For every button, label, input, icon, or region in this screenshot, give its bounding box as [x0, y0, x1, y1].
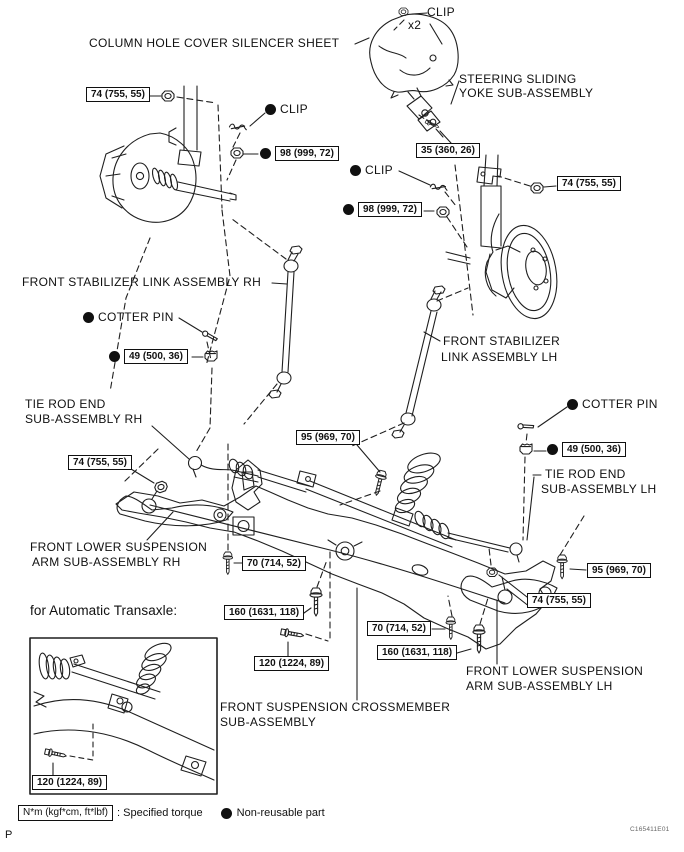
label-tie-rod-lh-line2: SUB-ASSEMBLY LH: [541, 482, 657, 496]
torque-spec-arm-front-rh: 70 (714, 52): [242, 556, 306, 571]
specified-torque-label: : Specified torque: [117, 807, 203, 819]
torque-spec-sliding-yoke: 35 (360, 26): [416, 143, 480, 158]
torque-spec-rack-bolt-lh: 95 (969, 70): [587, 563, 651, 578]
non-reusable-dot: [547, 444, 558, 455]
steering-yoke-drawing: [406, 87, 444, 138]
page-letter: P: [5, 829, 13, 841]
cotter-pin-rh-icon: [201, 329, 219, 342]
column-hole-cover-drawing: [369, 13, 459, 99]
label-cotter-pin-right: COTTER PIN: [567, 398, 658, 411]
crossmember-drawing: [115, 452, 558, 650]
leader-lines-dashed: [109, 19, 585, 642]
label-stabilizer-link-lh-line2: LINK ASSEMBLY LH: [441, 350, 558, 364]
torque-spec-arm-front-lh: 70 (714, 52): [367, 621, 431, 636]
non-reusable-dot: [109, 351, 120, 362]
torque-spec-tie-rod-nut-lh: 49 (500, 36): [547, 442, 626, 457]
figure-code: C165411E01: [630, 826, 670, 833]
torque-spec-flexible-hose-rh: 98 (999, 72): [260, 146, 339, 161]
hose-nut-lh-icon: [436, 206, 450, 218]
stabilizer-link-lh-drawing: [391, 285, 446, 439]
ball-joint-nut-rh-icon: [153, 479, 169, 495]
label-tie-rod-rh-line2: SUB-ASSEMBLY RH: [25, 412, 143, 426]
label-crossmember-line1: FRONT SUSPENSION CROSSMEMBER: [220, 700, 451, 714]
non-reusable-dot: [343, 204, 354, 215]
non-reusable-dot: [567, 399, 578, 410]
torque-spec-rack-bolt-mid: 95 (969, 70): [296, 430, 360, 445]
arm-rear-bolt-lh-icon: [472, 624, 486, 654]
castle-nut-lh-icon: [519, 443, 533, 455]
label-crossmember-line2: SUB-ASSEMBLY: [220, 715, 317, 729]
label-column-hole-cover: COLUMN HOLE COVER SILENCER SHEET: [89, 36, 340, 50]
non-reusable-dot: [350, 165, 361, 176]
non-reusable-dot: [83, 312, 94, 323]
label-lower-arm-rh-line2: ARM SUB-ASSEMBLY RH: [32, 555, 181, 569]
automatic-transaxle-inset-drawing: [29, 637, 218, 795]
strut-nut-rh-icon: [161, 90, 175, 102]
clip-mid-icon: [429, 183, 449, 192]
label-cotter-pin-left: COTTER PIN: [83, 311, 174, 324]
label-steering-yoke-line1: STEERING SLIDING: [459, 72, 577, 86]
clip-x2-icon: [398, 7, 409, 16]
non-reusable-label: Non-reusable part: [236, 807, 325, 819]
torque-unit-box: N*m (kgf*cm, ft*lbf): [18, 805, 114, 821]
arm-rear-bolt-rh-icon: [309, 587, 323, 617]
torque-spec-ball-joint-rh: 74 (755, 55): [68, 455, 132, 470]
clip-left-icon: [228, 123, 248, 131]
non-reusable-dot: [265, 104, 276, 115]
torque-spec-flexible-hose-lh: 98 (999, 72): [343, 202, 422, 217]
hose-nut-rh-icon: [230, 147, 244, 159]
strut-knuckle-lh-drawing: [445, 154, 558, 320]
torque-spec-ball-joint-lh: 74 (755, 55): [527, 593, 591, 608]
strut-nut-lh-icon: [530, 182, 544, 194]
label-lower-arm-lh-line1: FRONT LOWER SUSPENSION: [466, 664, 644, 678]
cotter-pin-lh-icon: [516, 420, 535, 432]
label-clip-left: CLIP: [265, 103, 308, 116]
torque-spec-tie-rod-nut-rh: 49 (500, 36): [109, 349, 188, 364]
torque-spec-arm-rear-rh: 160 (1631, 118): [224, 605, 305, 620]
legend: N*m (kgf*cm, ft*lbf) : Specified torque …: [18, 805, 325, 821]
non-reusable-dot: [260, 148, 271, 159]
label-clip-top: CLIP: [427, 5, 455, 19]
rack-bolt-lh-icon: [556, 554, 568, 580]
torque-spec-arm-rear-lh: 160 (1631, 118): [377, 645, 458, 660]
torque-spec-strut-upper-rh: 74 (755, 55): [86, 87, 150, 102]
leader-lines-solid: [130, 12, 587, 701]
section-heading-automatic-transaxle: for Automatic Transaxle:: [30, 603, 178, 618]
label-steering-yoke-line2: YOKE SUB-ASSEMBLY: [459, 86, 594, 100]
torque-spec-crossmember-mid: 120 (1224, 89): [254, 656, 330, 671]
strut-knuckle-rh-drawing: [99, 85, 237, 223]
rack-bolt-mid-icon: [370, 469, 389, 498]
torque-spec-strut-upper-lh: 74 (755, 55): [557, 176, 621, 191]
stabilizer-link-rh-drawing: [268, 245, 303, 399]
castle-nut-rh-icon: [204, 350, 218, 362]
label-stabilizer-link-lh-line1: FRONT STABILIZER: [443, 334, 561, 348]
label-lower-arm-lh-line2: ARM SUB-ASSEMBLY LH: [466, 679, 613, 693]
label-stabilizer-link-rh: FRONT STABILIZER LINK ASSEMBLY RH: [22, 275, 262, 289]
arm-front-bolt-rh-icon: [222, 551, 234, 575]
label-tie-rod-rh-line1: TIE ROD END: [25, 397, 106, 411]
non-reusable-dot: [220, 807, 232, 819]
crossmember-bolt-icon: [279, 627, 305, 641]
label-tie-rod-lh-line1: TIE ROD END: [545, 467, 626, 481]
torque-spec-crossmember-at-inset: 120 (1224, 89): [32, 775, 108, 790]
label-clip-top-qty: x2: [408, 18, 422, 32]
label-lower-arm-rh-line1: FRONT LOWER SUSPENSION: [30, 540, 208, 554]
label-clip-mid: CLIP: [350, 164, 393, 177]
